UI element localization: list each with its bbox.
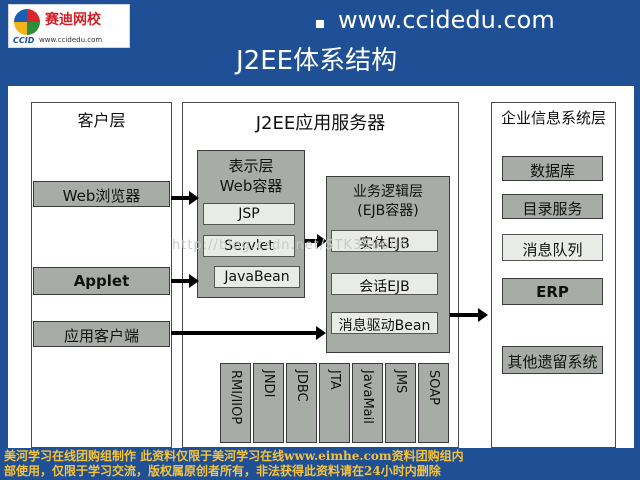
client-tier-title: 客户层 [77,111,126,130]
watermark: http://blog.csdn.net/STK3S0606 [172,238,409,253]
arrow-shaft [171,279,189,283]
site-url: www.ccidedu.com [338,6,555,34]
client-item-label: Web浏览器 [62,187,141,205]
eis-item-message-queue: 消息队列 [502,234,603,261]
arrow-head [317,234,327,248]
logo-globe-icon [14,9,40,35]
service-rmi-iiop: RMI/IIOP [220,363,251,443]
ejb-item-message-driven: 消息驱动Bean [331,312,438,334]
logo-ccid: CCID [13,36,35,45]
web-item-javabean: JavaBean [214,266,300,288]
eis-item-legacy: 其他遗留系统 [502,346,603,374]
client-item-label: Applet [73,272,130,290]
client-item-label: 应用客户端 [63,327,139,345]
eis-item-label: 数据库 [529,162,575,180]
ejb-item-session: 会话EJB [331,273,438,295]
service-javamail: JavaMail [352,363,383,443]
service-soap: SOAP [418,363,449,443]
eis-item-label: 目录服务 [522,200,583,218]
arrow-head [189,191,199,205]
footer-line-2: 部使用，仅限于学习交流，版权属原创者所有，非法获得此资料请在24小时内删除 [4,464,441,478]
arrow-head [316,326,326,340]
arrow-head [478,308,488,322]
j2ee-server-title: J2EE应用服务器 [255,113,386,134]
diagram-panel: 客户层 Web浏览器 Applet 应用客户端 J2EE应用服务器 表示层 We… [8,86,634,448]
service-jndi: JNDI [253,363,284,443]
arrow-shaft [450,313,480,317]
service-jms: JMS [385,363,416,443]
eis-item-label: 其他遗留系统 [507,353,598,371]
web-container-title-1: 表示层 [228,157,274,175]
eis-item-database: 数据库 [502,156,603,181]
eis-item-erp: ERP [502,278,603,305]
ejb-container-title-2: (EJB容器) [357,203,419,219]
web-container-title-2: Web容器 [219,177,283,195]
service-label: RMI/IIOP [228,370,243,425]
ejb-item-label: 会话EJB [359,279,410,295]
eis-tier-title: 企业信息系统层 [500,109,606,127]
web-item-label: JSP [238,206,260,222]
client-item-web-browser: Web浏览器 [33,181,170,207]
service-label: JTA [327,370,342,390]
web-item-label: Servlet [224,238,274,254]
arrow-shaft [171,196,189,200]
service-label: JDBC [294,370,309,402]
client-item-app-client: 应用客户端 [33,321,170,347]
logo-name: 赛迪网校 [45,12,101,28]
footer-line-1: 美河学习在线团购组制作 此资料仅限于美河学习在线www.eimhe.com资料团… [4,449,464,463]
eis-item-directory: 目录服务 [502,194,603,219]
arrow-shaft [305,239,319,243]
client-item-applet: Applet [33,267,170,295]
eis-item-label: ERP [536,283,569,301]
ejb-container-title-1: 业务逻辑层 [353,184,423,200]
service-jdbc: JDBC [286,363,317,443]
ejb-item-label: 实体EJB [359,236,410,252]
eis-tier-column: 企业信息系统层 [491,102,616,448]
web-item-label: JavaBean [224,269,290,285]
arrow-head [189,274,199,288]
service-label: JMS [393,370,408,394]
ejb-item-entity: 实体EJB [331,230,438,252]
ejb-item-label: 消息驱动Bean [338,318,431,334]
logo-url: www.ccidedu.com [39,36,103,44]
web-item-jsp: JSP [203,203,295,225]
page-title: J2EE体系结构 [236,46,398,76]
web-item-servlet: Servlet [203,235,295,257]
eis-item-label: 消息队列 [522,241,583,259]
arrow-shaft [171,331,318,335]
service-label: JNDI [261,370,276,398]
logo: 赛迪网校 CCID www.ccidedu.com [8,4,130,48]
service-label: SOAP [426,370,441,405]
service-label: JavaMail [360,370,375,424]
bullet-icon [316,20,324,28]
service-jta: JTA [319,363,350,443]
